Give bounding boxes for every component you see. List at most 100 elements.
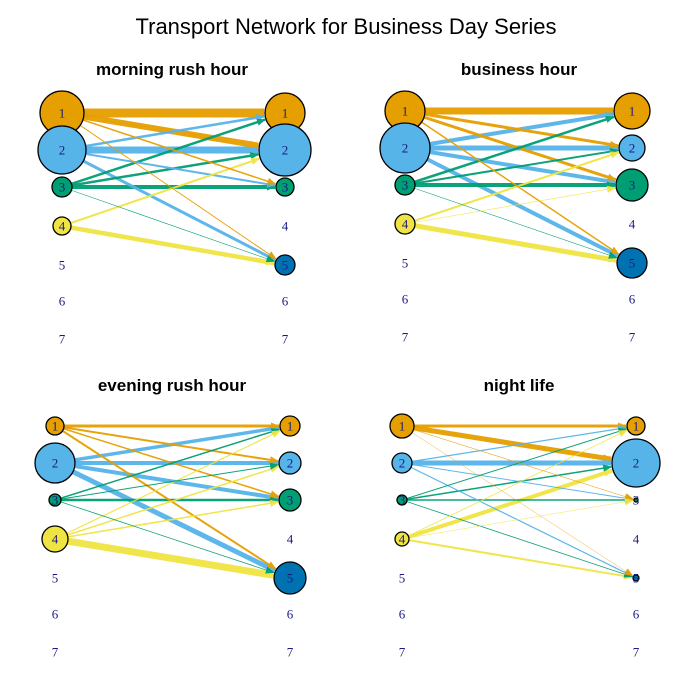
left-node-label-1: 1: [402, 104, 409, 119]
right-node-3: [275, 177, 295, 197]
left-node-label-2: 2: [59, 143, 66, 158]
edge-1-to-5: [401, 425, 634, 577]
right-node-label-6: 6: [287, 607, 294, 622]
right-node-label-2: 2: [287, 456, 294, 471]
left-node-label-2: 2: [399, 456, 406, 471]
right-node-2: [611, 438, 661, 488]
right-node-label-3: 3: [629, 178, 636, 193]
left-node-label-6: 6: [402, 292, 409, 307]
right-node-label-1: 1: [633, 419, 640, 434]
left-node-4: [41, 525, 69, 553]
left-node-1: [45, 416, 65, 436]
right-node-label-6: 6: [282, 294, 289, 309]
right-node-label-4: 4: [633, 532, 640, 547]
edge-4-to-2: [61, 157, 261, 227]
right-node-5: [274, 254, 296, 276]
right-node-label-7: 7: [287, 645, 294, 660]
edge-3-to-5: [54, 499, 275, 574]
right-node-label-5: 5: [629, 256, 636, 271]
panel-title-business-hour: business hour: [461, 60, 578, 79]
left-node-label-4: 4: [52, 532, 59, 547]
left-node-label-2: 2: [52, 456, 59, 471]
edges-business-hour: [404, 107, 620, 263]
right-node-label-5: 5: [287, 571, 294, 586]
edge-3-to-2: [54, 462, 279, 501]
left-node-label-3: 3: [402, 178, 409, 193]
edges-morning-rush-hour: [61, 108, 277, 266]
edge-4-to-2: [54, 465, 280, 540]
panel-title-morning-rush-hour: morning rush hour: [96, 60, 248, 79]
left-node-label-1: 1: [399, 419, 406, 434]
right-node-label-2: 2: [629, 141, 636, 156]
edge-1-to-3: [54, 425, 280, 498]
right-node-1: [626, 416, 646, 436]
edge-3-to-5: [401, 499, 634, 578]
edge-2-to-3: [401, 462, 634, 502]
edge-2-to-1: [401, 425, 627, 464]
right-node-label-4: 4: [629, 217, 636, 232]
right-node-label-5: 5: [633, 571, 640, 586]
left-node-label-6: 6: [59, 294, 66, 309]
left-node-4: [394, 213, 416, 235]
left-node-label-5: 5: [399, 571, 406, 586]
edge-1-to-3: [404, 109, 617, 182]
left-node-3: [51, 176, 73, 198]
edge-4-to-2: [401, 468, 614, 541]
edge-1-to-3: [61, 112, 277, 185]
edge-1-to-2: [61, 110, 260, 149]
right-node-5: [632, 574, 640, 582]
edge-3-to-2: [404, 148, 620, 186]
left-node-2: [37, 125, 87, 175]
edge-4-to-1: [401, 429, 628, 540]
right-node-label-6: 6: [633, 607, 640, 622]
edge-4-to-3: [401, 498, 634, 540]
edges-night-life: [401, 422, 634, 580]
edge-4-to-3: [54, 499, 280, 540]
edge-3-to-1: [404, 115, 615, 187]
left-node-label-7: 7: [52, 645, 59, 660]
right-node-label-5: 5: [282, 258, 289, 273]
right-node-label-6: 6: [629, 292, 636, 307]
edge-1-to-2: [401, 423, 613, 462]
left-node-3: [396, 494, 408, 506]
right-node-1: [279, 415, 301, 437]
right-node-label-7: 7: [633, 645, 640, 660]
edge-1-to-5: [61, 112, 277, 260]
edge-2-to-1: [404, 111, 615, 150]
edge-4-to-5: [401, 538, 633, 580]
edge-2-to-3: [54, 461, 279, 501]
right-node-label-1: 1: [282, 106, 289, 121]
right-node-label-4: 4: [282, 219, 289, 234]
left-node-2: [379, 122, 431, 174]
left-node-label-4: 4: [402, 217, 409, 232]
edge-3-to-2: [61, 152, 260, 189]
left-node-label-7: 7: [399, 645, 406, 660]
edge-3-to-5: [61, 186, 276, 263]
edge-1-to-2: [404, 109, 620, 148]
right-node-2: [278, 451, 302, 475]
left-node-label-3: 3: [52, 493, 59, 508]
right-node-label-2: 2: [282, 143, 289, 158]
edge-2-to-5: [53, 460, 276, 573]
edge-3-to-1: [61, 118, 266, 189]
right-node-3: [278, 488, 302, 512]
right-node-label-1: 1: [287, 419, 294, 434]
edge-2-to-5: [61, 148, 276, 262]
edge-3-to-5: [404, 184, 618, 259]
left-node-label-3: 3: [59, 180, 66, 195]
right-node-2: [258, 123, 312, 177]
edge-3-to-1: [401, 428, 628, 501]
right-node-label-3: 3: [282, 180, 289, 195]
left-node-3: [48, 493, 62, 507]
left-node-2: [34, 442, 76, 484]
left-node-label-7: 7: [402, 330, 409, 345]
edge-4-to-1: [54, 430, 281, 540]
edge-1-to-5: [404, 110, 620, 255]
edge-2-to-1: [61, 114, 266, 152]
